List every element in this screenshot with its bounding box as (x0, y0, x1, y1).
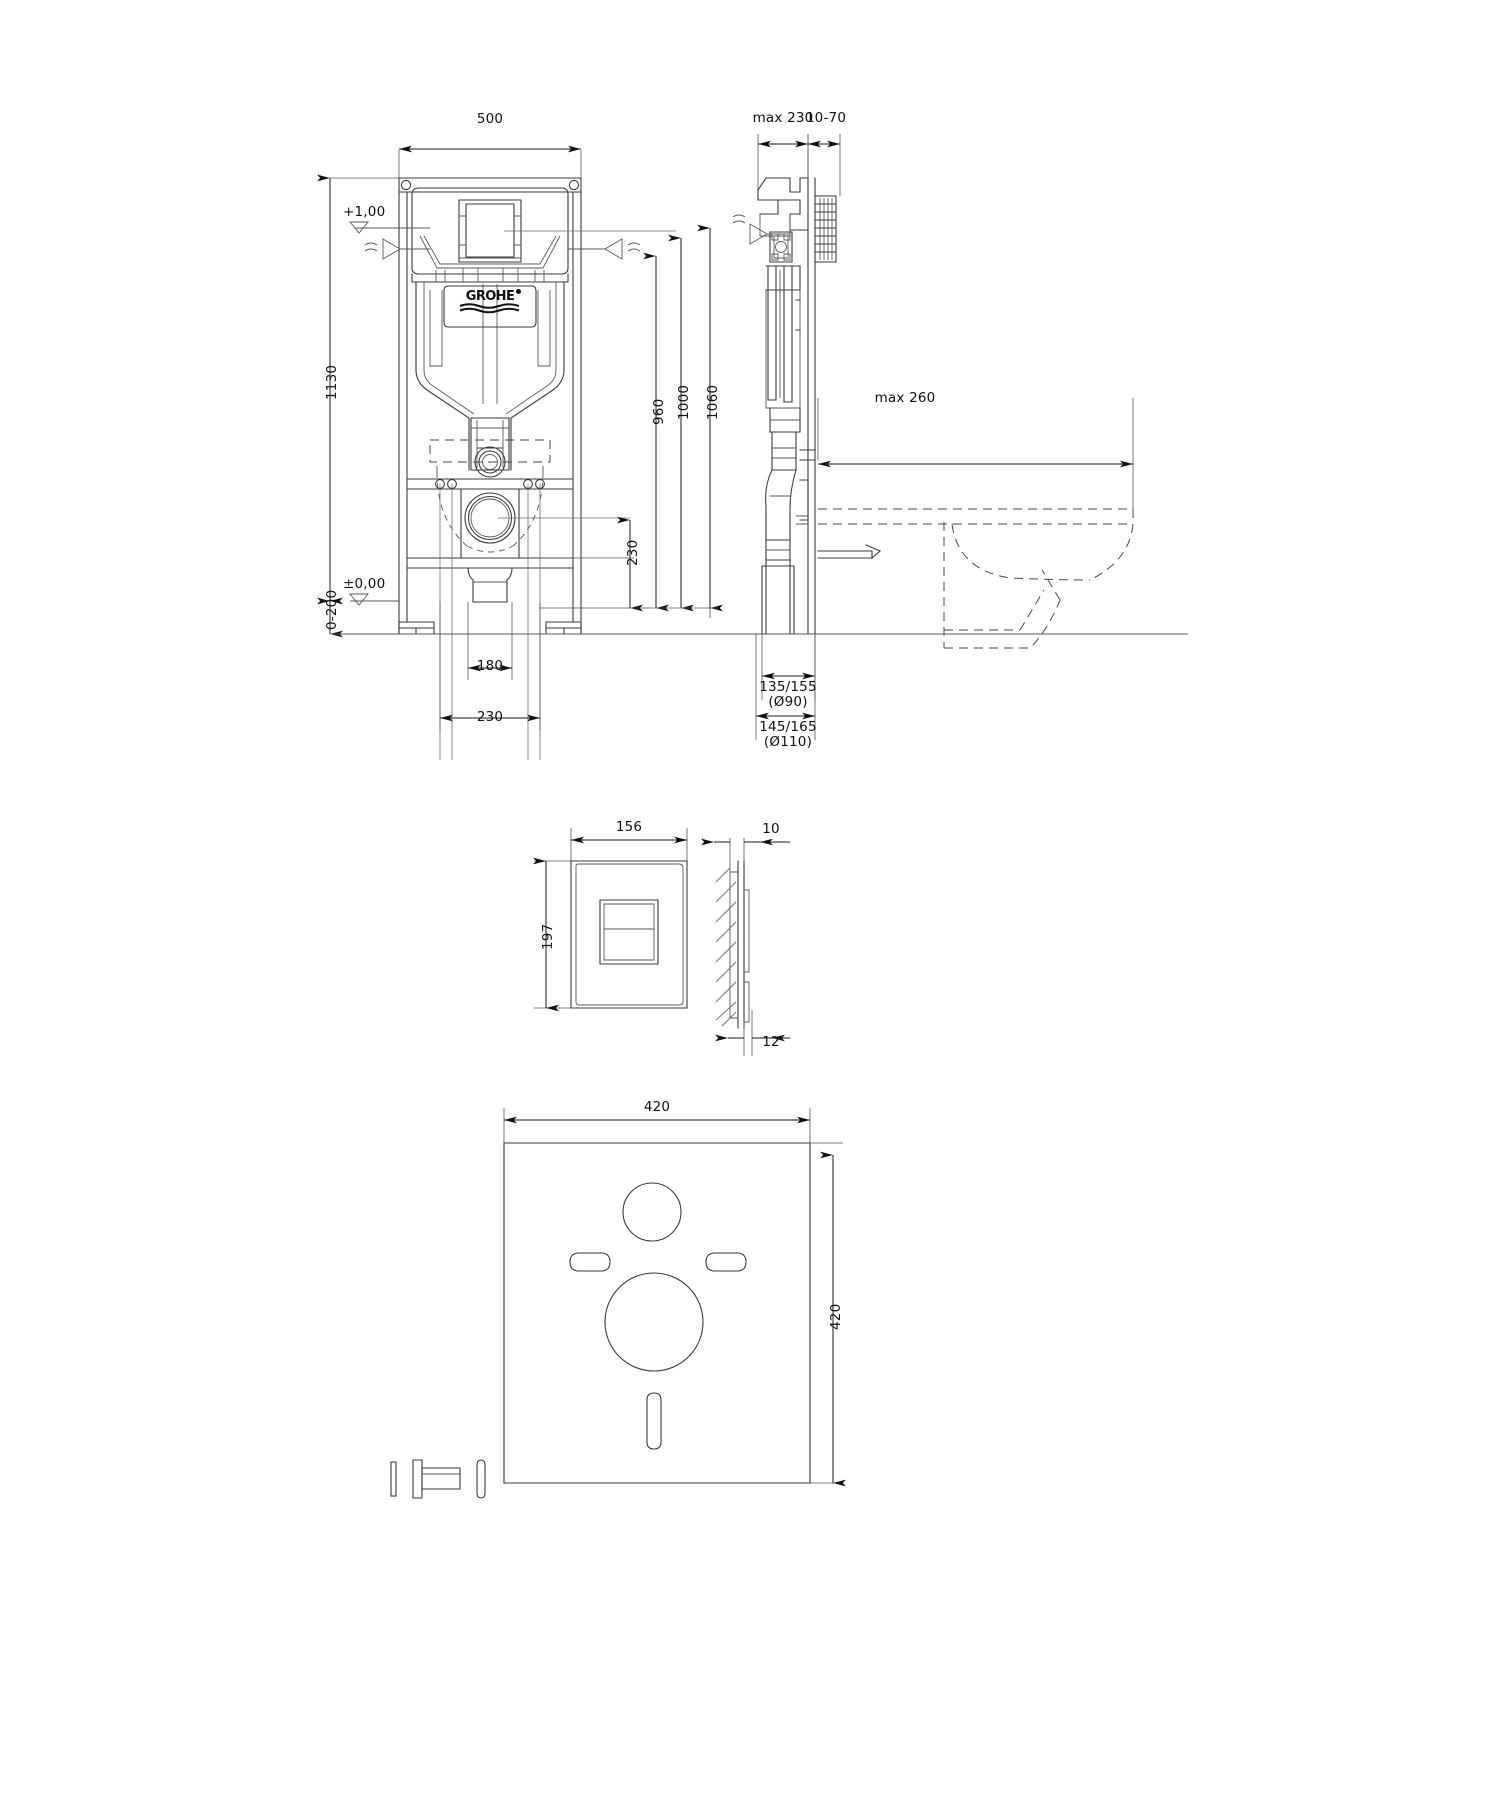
grohe-logo: GROHE (454, 288, 526, 316)
dim-plate-depth-10 (701, 838, 790, 872)
dim-label-mat-width-420: 420 (643, 1099, 671, 1115)
dim-label-plate-depth-10: 10 (762, 821, 780, 837)
dim-label-level-zero: ±0,00 (343, 576, 386, 592)
dim-plate-height-197 (533, 857, 571, 1012)
front-elevation-view (317, 145, 1188, 760)
dim-outlet-230 (439, 602, 541, 730)
dim-label-level-plus-1: +1,00 (343, 204, 386, 220)
dim-floor-0-200 (317, 597, 399, 638)
grohe-waves-icon (459, 302, 520, 313)
grohe-name: GROHE (465, 288, 515, 304)
flush-plate-side (715, 860, 750, 1029)
water-level-symbol-right (568, 238, 641, 260)
side-elevation-view (732, 134, 1134, 740)
dim-mat-height-420 (810, 1142, 846, 1487)
dim-label-height-960: 960 (651, 398, 667, 425)
frame-side-profile (757, 177, 816, 635)
dim-pipe-145-165 (755, 634, 816, 740)
dim-label-pipe-d90: (Ø90) (768, 694, 808, 710)
dim-label-plate-depth-12: 12 (762, 1034, 780, 1050)
dim-plate-depth-12 (715, 1010, 790, 1056)
flush-plate-front (570, 860, 688, 1009)
dim-label-tile-10-70: 10-70 (805, 110, 847, 126)
dim-label-height-230: 230 (625, 539, 641, 566)
dim-label-floor-0-200: 0-200 (324, 589, 340, 630)
dim-label-wall-max-230: max 230 (752, 110, 814, 126)
dim-tile-10-70 (807, 134, 841, 196)
dim-projection-max-260 (817, 398, 1134, 510)
wc-connection-zone (406, 439, 574, 760)
insulation-mat-body (503, 1142, 811, 1484)
water-level-symbol-left (349, 221, 430, 260)
insulation-mat-view (390, 1108, 846, 1499)
dim-height-230 (540, 516, 643, 612)
dim-label-pipe-145-165: 145/165 (759, 719, 817, 735)
dim-label-pipe-135-155: 135/155 (759, 679, 817, 695)
dim-height-1130 (317, 174, 399, 605)
wall-section (807, 177, 816, 635)
dim-label-projection-max-260: max 260 (874, 390, 936, 406)
dim-label-plate-width-156: 156 (615, 819, 643, 835)
dim-outlet-180 (467, 602, 513, 680)
grohe-registered-dot (516, 288, 522, 294)
dim-label-height-1000: 1000 (676, 384, 692, 420)
fixing-set (390, 1459, 486, 1499)
dim-mat-width-420 (503, 1108, 811, 1146)
dim-label-pipe-d110: (Ø110) (763, 734, 813, 750)
grohe-badge-outline (443, 285, 537, 328)
dim-width-500 (398, 145, 582, 185)
dim-label-height-1060: 1060 (705, 384, 721, 420)
dim-label-height-1130: 1130 (324, 364, 340, 400)
dim-label-outlet-230: 230 (476, 709, 504, 725)
grohe-wordmark: GROHE (465, 288, 522, 304)
dim-label-plate-height-197: 197 (540, 923, 556, 950)
dim-label-mat-height-420: 420 (828, 1303, 844, 1330)
cistern-body (411, 187, 569, 471)
flush-plate-view (533, 828, 790, 1056)
floor-level-symbol (349, 593, 399, 606)
dim-label-width-500: 500 (476, 111, 504, 127)
dim-label-outlet-180: 180 (476, 658, 504, 674)
wc-outline-dashed (817, 508, 1134, 649)
water-symbol-side (732, 214, 790, 245)
tile-layer (814, 195, 837, 263)
